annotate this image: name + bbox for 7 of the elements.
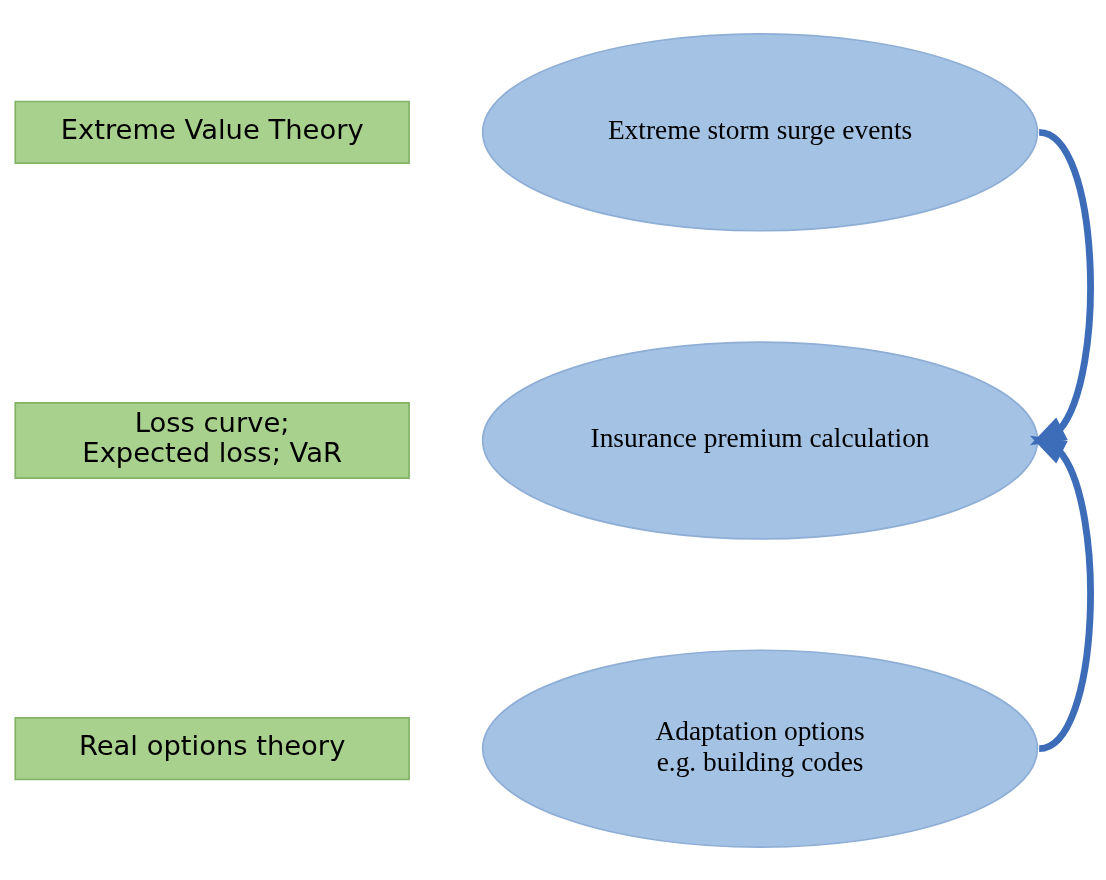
node-ellipse: Adaptation options e.g. building codes xyxy=(481,648,1039,848)
node-ellipse: Extreme storm surge events xyxy=(481,32,1039,232)
node-ellipse: Insurance premium calculation xyxy=(481,340,1039,540)
node-box: Loss curve; Expected loss; VaR xyxy=(14,401,410,479)
arrow xyxy=(1029,435,1094,752)
node-box: Extreme Value Theory xyxy=(14,100,410,164)
node-box: Real options theory xyxy=(14,716,410,780)
